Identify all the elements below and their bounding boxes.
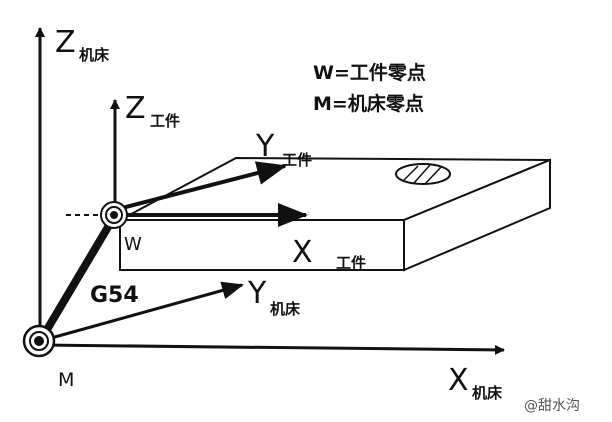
work-zero-marker xyxy=(100,201,128,229)
legend-machine-zero: M=机床零点 xyxy=(313,92,424,115)
work-zero-label: W xyxy=(124,234,142,255)
workpiece-side-face xyxy=(403,158,551,272)
x-work-label: X xyxy=(292,235,313,270)
x-machine-label: X xyxy=(448,363,469,398)
g54-label: G54 xyxy=(90,283,139,308)
y-work-label: Y xyxy=(255,129,275,164)
legend-work-zero: W=工件零点 xyxy=(313,61,426,84)
x-work-sub: 工件 xyxy=(336,254,366,272)
watermark: @甜水沟 xyxy=(524,398,580,414)
z-machine-label: Z xyxy=(55,25,76,60)
y-work-axis xyxy=(121,161,287,210)
z-work-label: Z xyxy=(125,91,146,126)
y-machine-label: Y xyxy=(247,276,267,311)
z-machine-sub: 机床 xyxy=(79,46,110,64)
x-machine-axis xyxy=(39,343,505,355)
y-machine-axis xyxy=(43,281,244,342)
machine-zero-marker xyxy=(22,324,56,358)
y-machine-sub: 机床 xyxy=(270,300,301,318)
x-machine-sub: 机床 xyxy=(472,384,503,402)
machine-zero-label: M xyxy=(58,369,74,391)
y-work-sub: 工件 xyxy=(282,151,312,169)
z-work-sub: 工件 xyxy=(150,112,180,130)
workpiece-block xyxy=(119,156,551,272)
g54-offset-vector xyxy=(38,219,115,341)
workpiece-hole xyxy=(395,163,451,185)
